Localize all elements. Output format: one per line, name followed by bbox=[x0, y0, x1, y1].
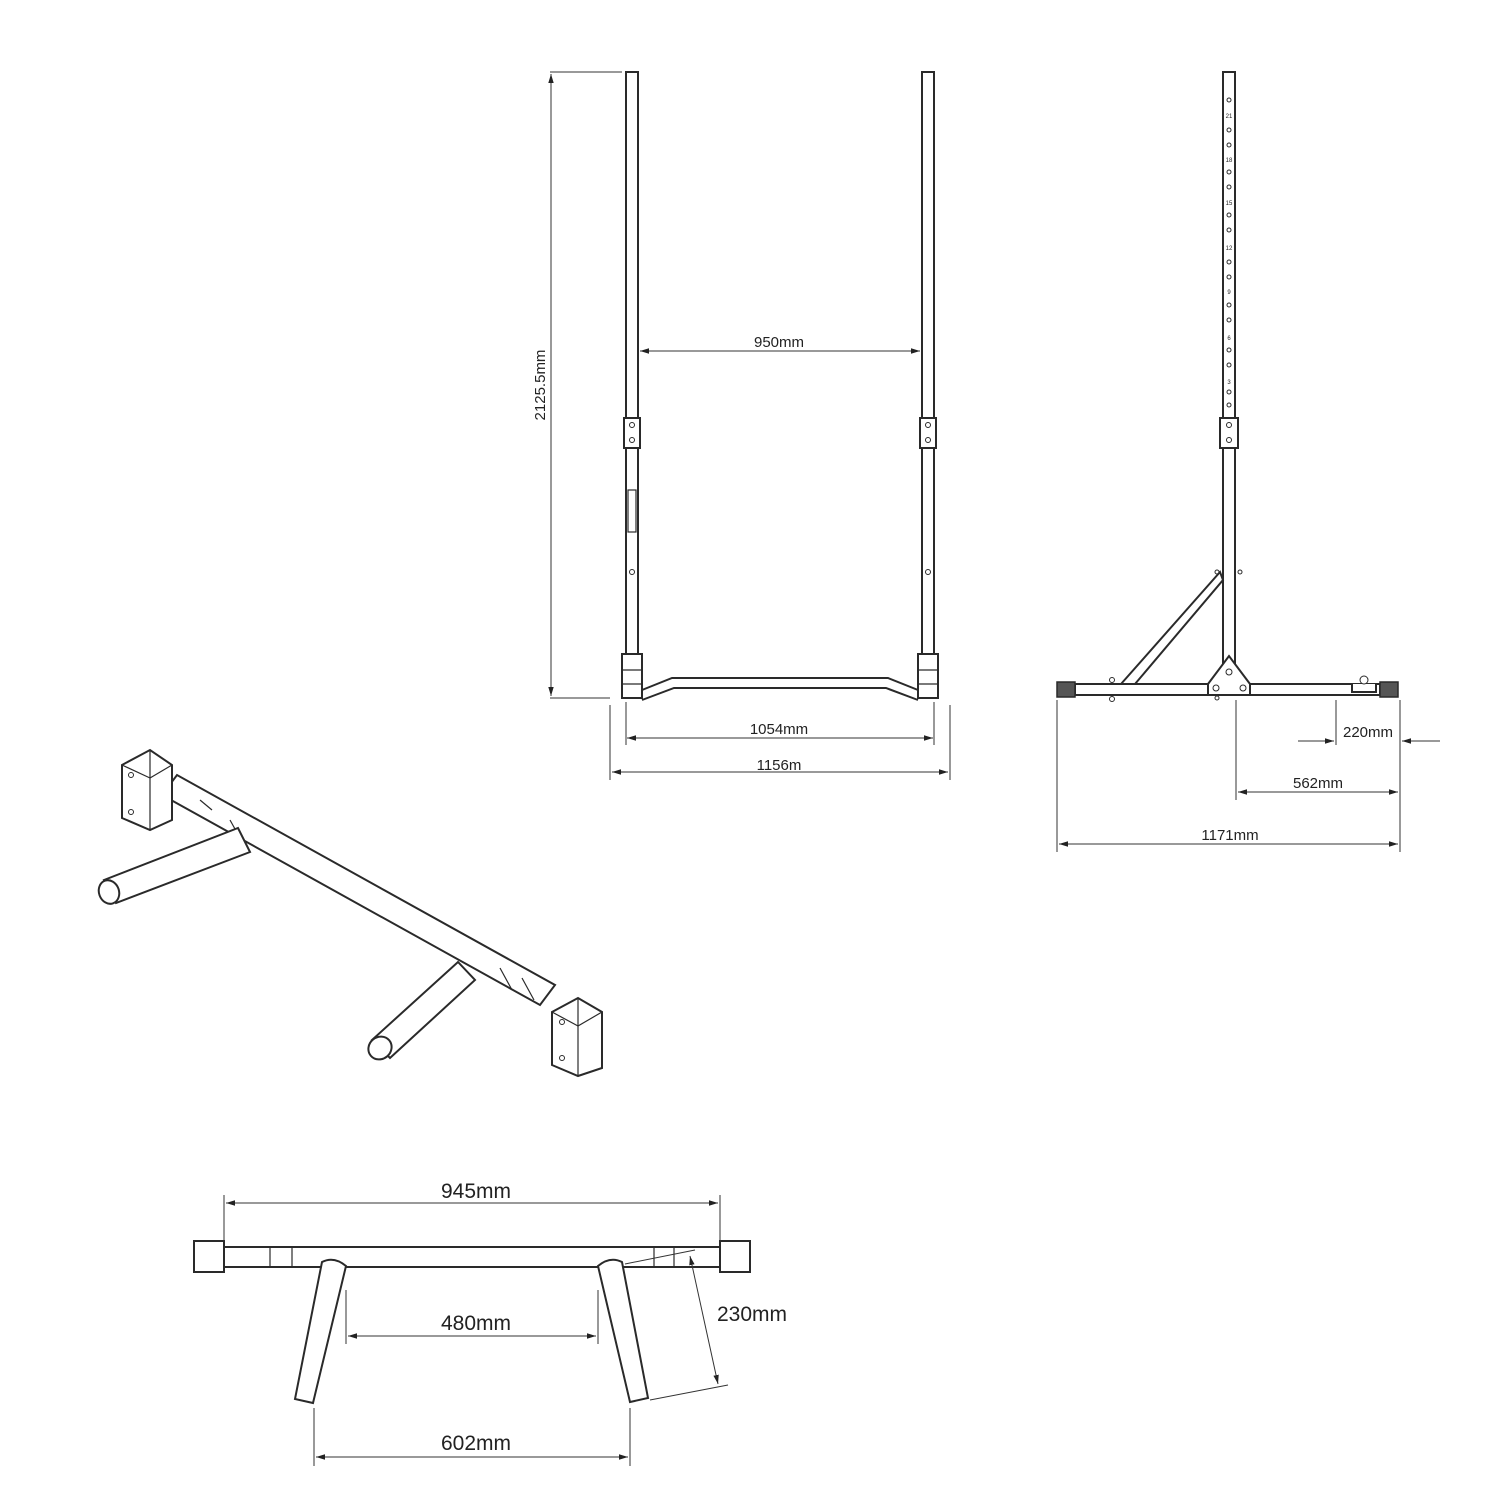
height-marking-6: 6 bbox=[1227, 336, 1231, 342]
front-foot-cap bbox=[1056, 681, 1076, 698]
base-outer-dimension-label: 1156m bbox=[757, 757, 802, 774]
left-base-bracket bbox=[621, 653, 643, 699]
height-marking-3: 3 bbox=[1227, 380, 1231, 386]
foot-dimension-label: 220mm bbox=[1343, 724, 1393, 741]
height-dimension-label: 2125.5mm bbox=[532, 350, 549, 421]
height-marking-9: 9 bbox=[1227, 290, 1231, 296]
base-crossbar bbox=[641, 677, 919, 691]
handle-length-dimension-label: 230mm bbox=[717, 1303, 787, 1326]
side-upright-lower bbox=[1222, 447, 1236, 685]
top-left-handle bbox=[293, 1258, 348, 1405]
perspective-main-bar bbox=[160, 773, 557, 1007]
front-view: 2125.5mm 950mm 1054mm 1156m bbox=[532, 71, 951, 780]
side-height-holes bbox=[1226, 97, 1232, 408]
base-inner-dimension-label: 1054mm bbox=[750, 721, 808, 738]
left-upright-lower bbox=[625, 447, 639, 655]
top-main-bar bbox=[223, 1246, 721, 1268]
height-marking-12: 12 bbox=[1226, 246, 1233, 252]
pullup-bar-top-view: 945mm 480mm 230mm 602mm bbox=[193, 1180, 787, 1466]
left-grip-handle bbox=[102, 826, 252, 905]
total-width-dimension-label: 945mm bbox=[441, 1180, 511, 1203]
height-marking-21: 21 bbox=[1226, 114, 1233, 120]
left-upright-upper bbox=[625, 71, 639, 419]
rear-foot-cap bbox=[1379, 681, 1399, 698]
height-marking-18: 18 bbox=[1226, 158, 1233, 164]
base-depth-dimension-label: 1171mm bbox=[1201, 827, 1258, 844]
right-base-bracket bbox=[917, 653, 939, 699]
top-right-bracket bbox=[719, 1240, 751, 1273]
pullup-bar-perspective bbox=[97, 748, 603, 1078]
right-upright-upper bbox=[921, 71, 935, 419]
handle-inner-dimension-label: 480mm bbox=[441, 1312, 511, 1335]
rear-adjust-pin bbox=[1351, 684, 1377, 693]
height-marking-15: 15 bbox=[1226, 201, 1233, 207]
handle-outer-dimension-label: 602mm bbox=[441, 1432, 511, 1455]
right-wall-bracket bbox=[551, 996, 603, 1078]
side-diagonal-brace bbox=[1118, 570, 1225, 685]
top-left-bracket bbox=[193, 1240, 225, 1273]
right-upright-lower bbox=[921, 447, 935, 655]
top-right-handle bbox=[596, 1258, 650, 1404]
side-view: 21 18 15 12 9 6 3 bbox=[1056, 71, 1440, 852]
half-base-dimension-label: 562mm bbox=[1293, 775, 1343, 792]
left-wall-bracket bbox=[121, 748, 173, 832]
inner-width-dimension-label: 950mm bbox=[754, 334, 804, 351]
